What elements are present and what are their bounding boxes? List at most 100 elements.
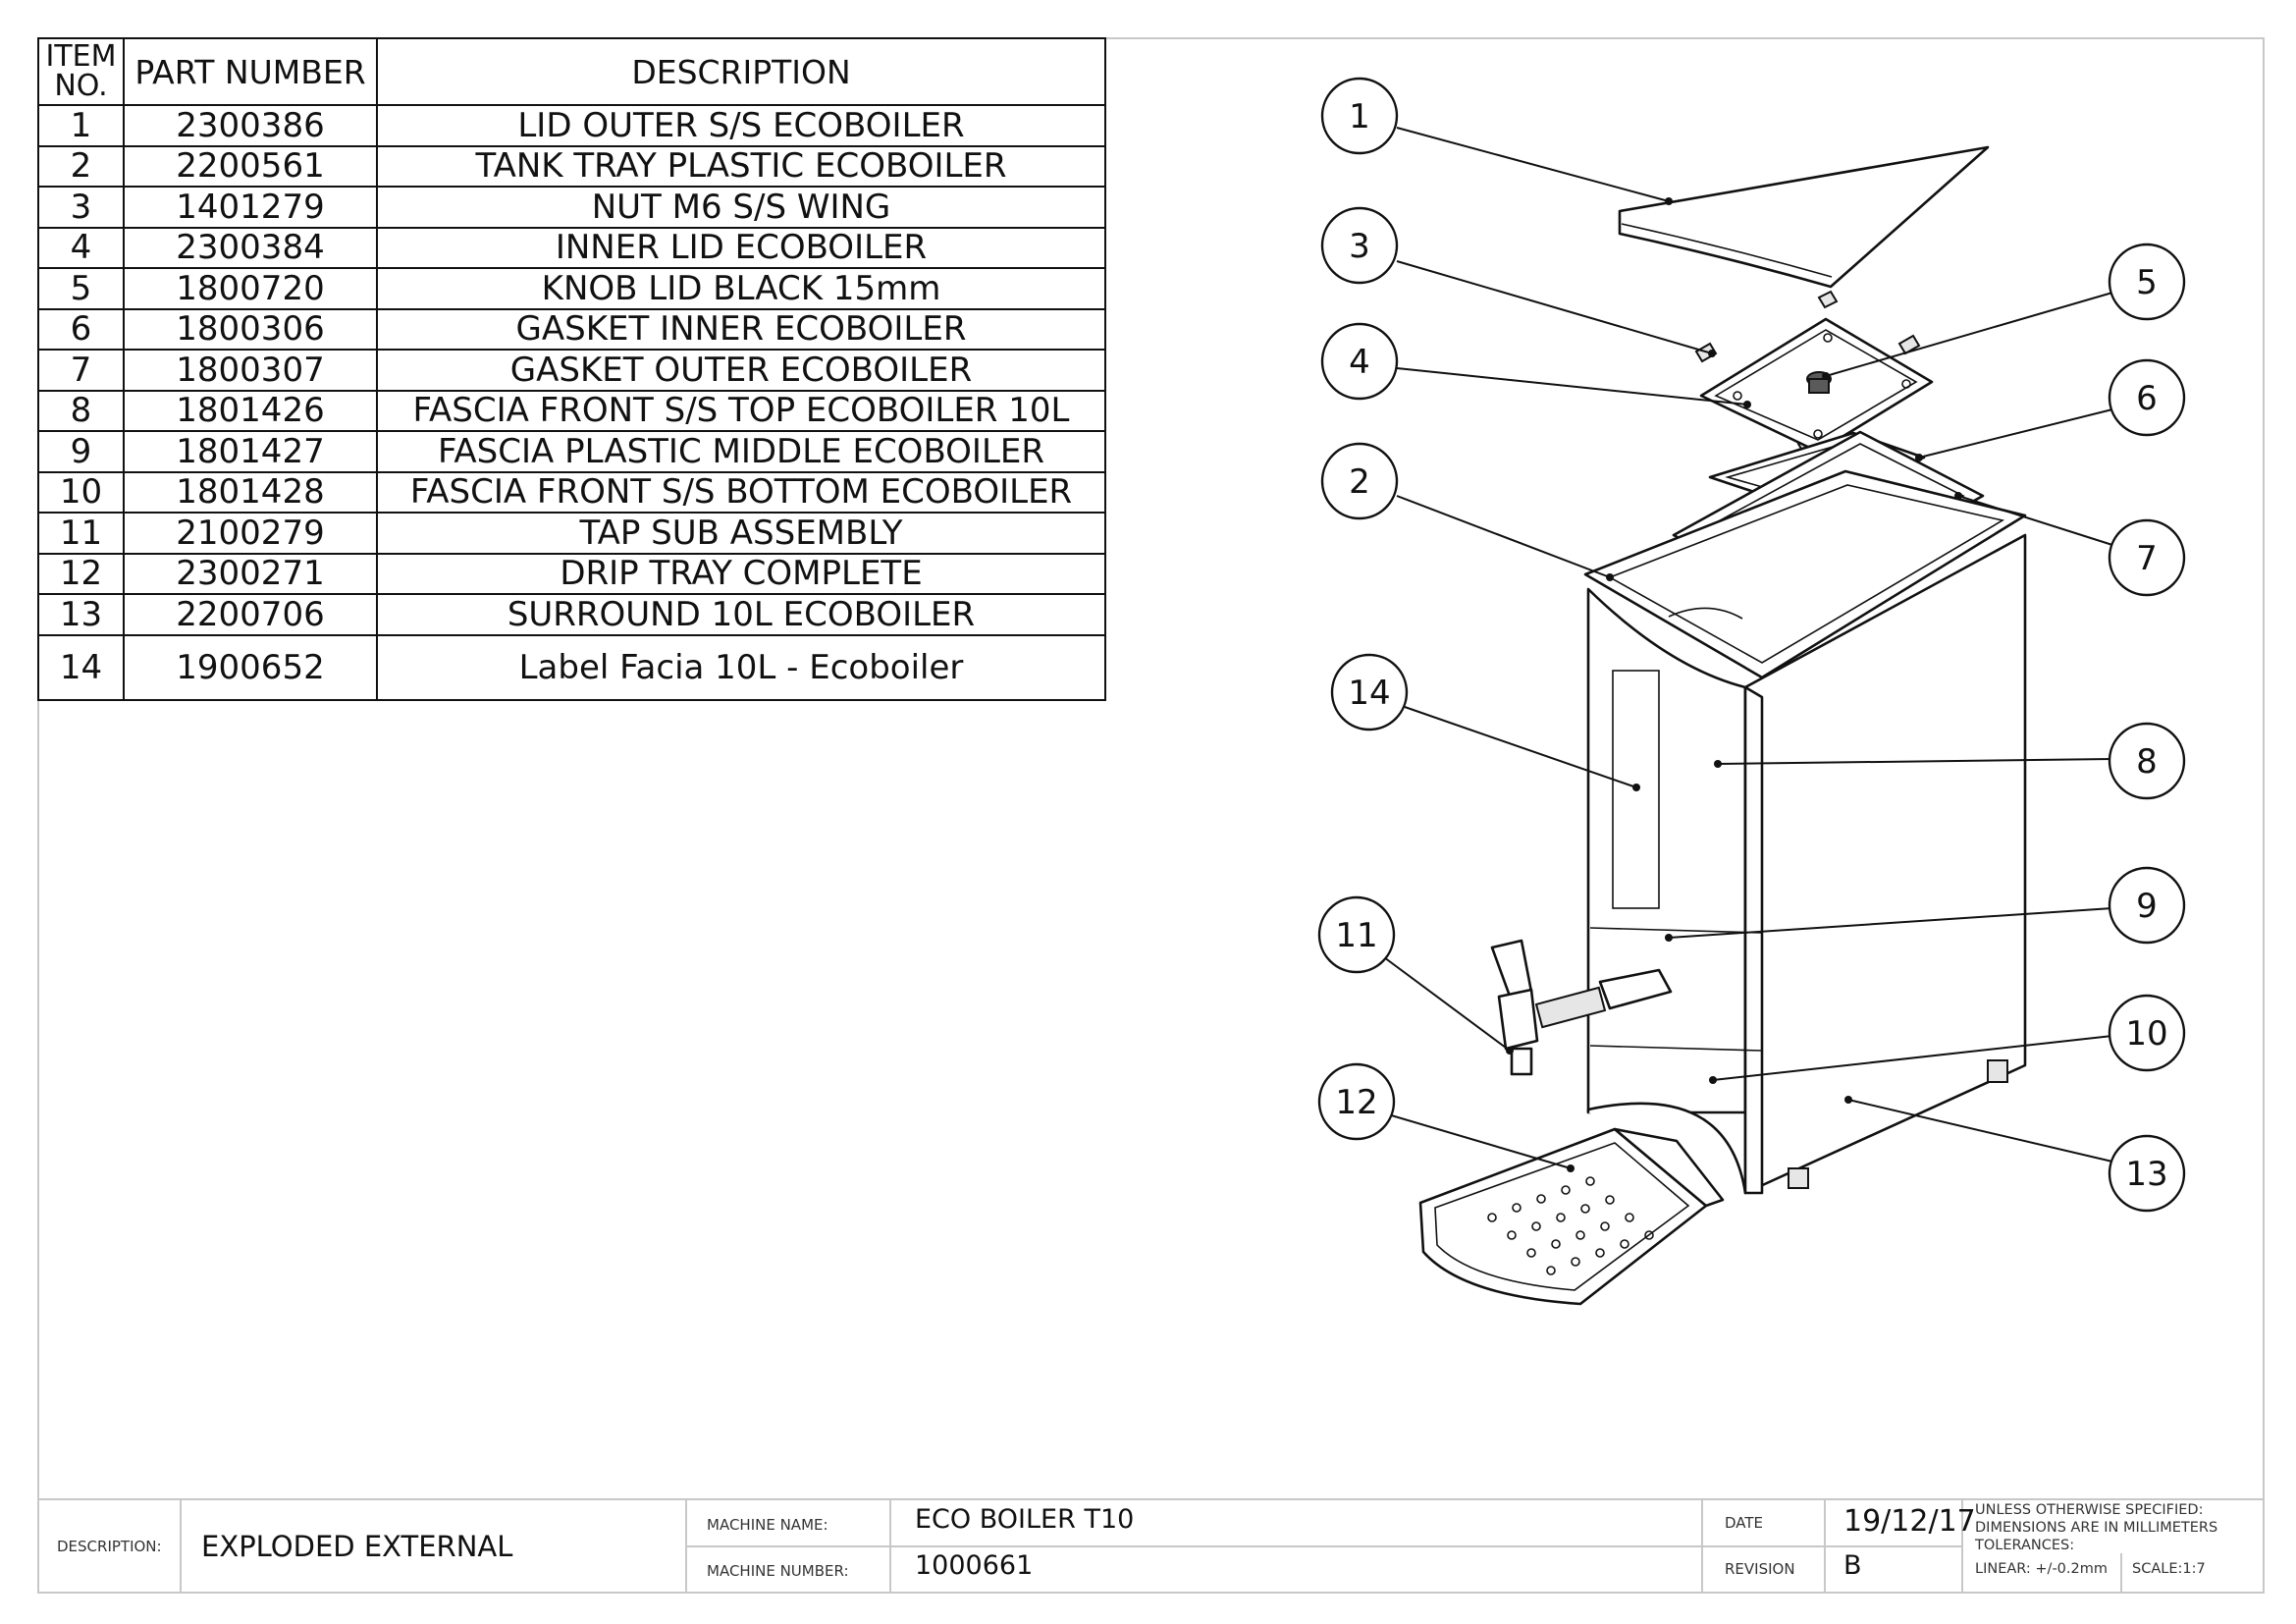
part-number-cell: 2100279 (123, 512, 378, 555)
scale-divider (2120, 1553, 2122, 1594)
tolerance-note-line1: UNLESS OTHERWISE SPECIFIED: (1975, 1502, 2204, 1518)
description-cell: NUT M6 S/S WING (376, 186, 1106, 229)
tap-assembly-part (1490, 939, 1673, 1076)
drip-tray-holes (1487, 1176, 1654, 1275)
svg-text:14: 14 (1348, 674, 1390, 713)
date-revision-values-cell: 19/12/17 B (1826, 1500, 1976, 1594)
description-cell: GASKET INNER ECOBOILER (376, 307, 1106, 351)
description-cell: SURROUND 10L ECOBOILER (376, 593, 1106, 636)
svg-text:5: 5 (2136, 263, 2158, 302)
balloon-leaders (1383, 127, 2113, 1172)
revision-value: B (1843, 1550, 1862, 1581)
balloon-item-6: 6 (2108, 358, 2186, 437)
part-number-cell: 1900652 (123, 633, 378, 701)
description-cell: FASCIA PLASTIC MIDDLE ECOBOILER (376, 430, 1106, 473)
description-cell: FASCIA FRONT S/S TOP ECOBOILER 10L (376, 389, 1106, 432)
description-cell: KNOB LID BLACK 15mm (376, 267, 1106, 310)
item-cell: 3 (37, 186, 125, 229)
part-number-header: PART NUMBER (123, 37, 378, 106)
machine-number-label: MACHINE NUMBER: (707, 1562, 849, 1580)
item-cell: 10 (37, 470, 125, 514)
item-cell: 6 (37, 307, 125, 351)
lid-outer-part (1618, 145, 1990, 289)
part-number-cell: 1800720 (123, 267, 378, 310)
balloon-item-4: 4 (1320, 322, 1399, 401)
description-label-cell: DESCRIPTION: (37, 1500, 182, 1594)
date-revision-labels-cell: DATE REVISION (1703, 1500, 1826, 1594)
tolerance-note-line2: DIMENSIONS ARE IN MILLIMETERS (1975, 1520, 2218, 1536)
balloon-item-2: 2 (1320, 442, 1399, 520)
drawing-sheet-border (37, 37, 2265, 1594)
svg-text:12: 12 (1335, 1083, 1377, 1122)
description-cell: Label Facia 10L - Ecoboiler (376, 633, 1106, 701)
revision-label: REVISION (1725, 1560, 1795, 1578)
balloon-item-9: 9 (2108, 866, 2186, 945)
item-cell: 5 (37, 267, 125, 310)
item-cell: 9 (37, 430, 125, 473)
part-number-cell: 1801428 (123, 470, 378, 514)
part-number-cell: 2300386 (123, 104, 378, 147)
tolerance-note-line3: TOLERANCES: (1975, 1538, 2075, 1553)
svg-text:8: 8 (2136, 742, 2158, 782)
date-value: 19/12/17 (1843, 1504, 1976, 1539)
part-number-cell: 2300384 (123, 226, 378, 269)
svg-text:4: 4 (1349, 343, 1370, 382)
description-cell: GASKET OUTER ECOBOILER (376, 349, 1106, 392)
balloon-item-14: 14 (1330, 653, 1409, 731)
item-header-line2: NO. (54, 69, 108, 103)
scale-value: SCALE:1:7 (2132, 1561, 2206, 1577)
part-number-cell: 1801426 (123, 389, 378, 432)
drip-tray-part (1418, 1127, 1725, 1306)
knob-lid-part (1806, 371, 1832, 394)
description-cell: INNER LID ECOBOILER (376, 226, 1106, 269)
svg-text:9: 9 (2136, 887, 2158, 926)
description-header: DESCRIPTION (376, 37, 1106, 106)
description-cell: FASCIA FRONT S/S BOTTOM ECOBOILER (376, 470, 1106, 514)
item-cell: 8 (37, 389, 125, 432)
item-cell: 4 (37, 226, 125, 269)
svg-text:11: 11 (1335, 916, 1377, 955)
svg-text:10: 10 (2125, 1014, 2167, 1054)
svg-text:3: 3 (1349, 227, 1370, 266)
item-cell: 12 (37, 552, 125, 595)
title-block-divider (687, 1545, 1963, 1547)
svg-text:6: 6 (2136, 379, 2158, 418)
description-cell: TANK TRAY PLASTIC ECOBOILER (376, 144, 1106, 188)
balloon-item-3: 3 (1320, 206, 1399, 285)
item-cell: 13 (37, 593, 125, 636)
balloon-item-8: 8 (2108, 722, 2186, 800)
part-number-cell: 1800307 (123, 349, 378, 392)
part-number-cell: 1401279 (123, 186, 378, 229)
balloon-item-13: 13 (2108, 1134, 2186, 1213)
description-cell: LID OUTER S/S ECOBOILER (376, 104, 1106, 147)
item-cell: 14 (37, 633, 125, 701)
machine-name-value: ECO BOILER T10 (915, 1504, 1135, 1535)
date-label: DATE (1725, 1514, 1764, 1532)
description-cell: DRIP TRAY COMPLETE (376, 552, 1106, 595)
title-block: DESCRIPTION: EXPLODED EXTERNAL MACHINE N… (37, 1498, 2265, 1594)
part-number-cell: 1801427 (123, 430, 378, 473)
svg-text:13: 13 (2125, 1155, 2167, 1194)
item-cell: 2 (37, 144, 125, 188)
item-cell: 7 (37, 349, 125, 392)
description-cell: TAP SUB ASSEMBLY (376, 512, 1106, 555)
balloon-item-7: 7 (2108, 518, 2186, 597)
tolerances-cell: UNLESS OTHERWISE SPECIFIED: DIMENSIONS A… (1963, 1500, 2265, 1594)
part-number-cell: 2300271 (123, 552, 378, 595)
balloon-item-10: 10 (2108, 994, 2186, 1072)
svg-text:7: 7 (2136, 539, 2158, 578)
svg-text:1: 1 (1349, 97, 1370, 136)
